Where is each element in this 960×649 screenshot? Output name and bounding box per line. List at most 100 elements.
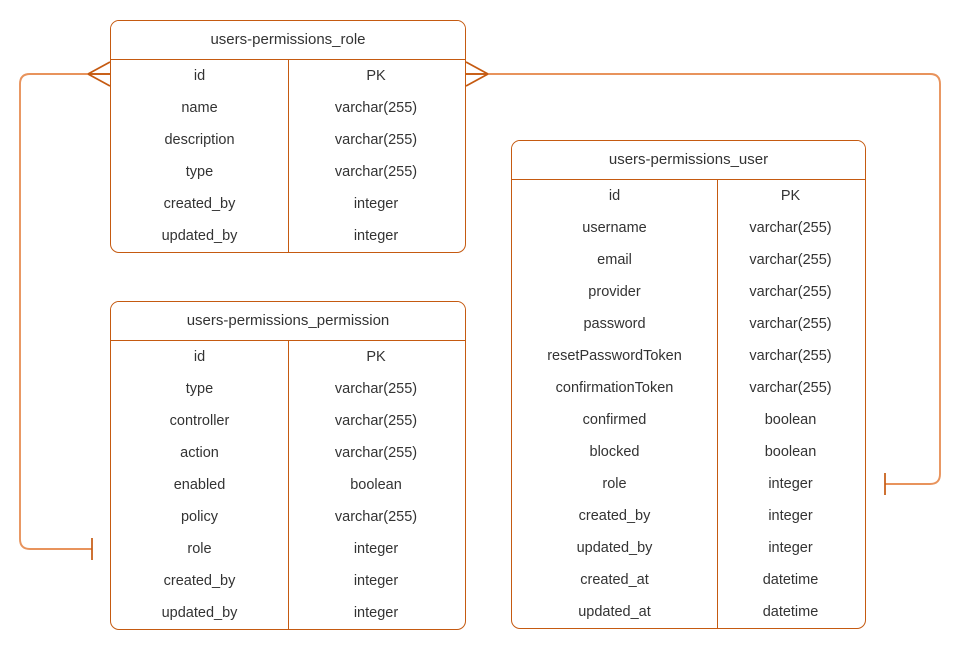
field-type: varchar(255) [334, 100, 418, 116]
field-row[interactable]: updated_by integer [111, 597, 465, 629]
field-type: datetime [762, 604, 819, 620]
field-type: integer [768, 476, 813, 492]
field-name: confirmationToken [555, 380, 674, 396]
field-type: varchar(255) [749, 348, 832, 364]
field-name: role [602, 476, 627, 492]
field-name: updated_by [161, 228, 238, 244]
column-divider [288, 60, 289, 252]
entity-title: users-permissions_role [111, 21, 465, 60]
field-row[interactable]: confirmed boolean [512, 404, 865, 436]
field-name: provider [588, 284, 641, 300]
field-row[interactable]: confirmationToken varchar(255) [512, 372, 865, 404]
field-type: varchar(255) [334, 381, 418, 397]
field-type: varchar(255) [334, 413, 418, 429]
relationship-role-to-user [465, 61, 941, 495]
field-row[interactable]: created_by integer [512, 500, 865, 532]
field-type: integer [353, 541, 399, 557]
field-type: integer [353, 196, 399, 212]
field-name: id [193, 349, 206, 365]
field-row[interactable]: id PK [512, 180, 865, 212]
field-type: integer [768, 508, 813, 524]
field-row[interactable]: created_by integer [111, 565, 465, 597]
field-name: action [180, 445, 219, 461]
field-type: varchar(255) [749, 220, 832, 236]
field-row[interactable]: description varchar(255) [111, 124, 465, 156]
field-name: id [608, 188, 621, 204]
field-type: varchar(255) [749, 252, 832, 268]
field-row[interactable]: password varchar(255) [512, 308, 865, 340]
entity-field-list: id PK type varchar(255) controller varchar(25… [111, 341, 465, 629]
field-row[interactable]: controller varchar(255) [111, 405, 465, 437]
field-name: type [185, 381, 214, 397]
field-type: integer [353, 573, 399, 589]
field-row[interactable]: id PK [111, 341, 465, 373]
field-row[interactable]: blocked boolean [512, 436, 865, 468]
entity-title: users-permissions_permission [111, 302, 465, 341]
field-type: PK [780, 188, 801, 204]
field-type: PK [366, 68, 386, 84]
field-name: role [187, 541, 212, 557]
field-type: integer [353, 228, 399, 244]
field-name: policy [180, 509, 219, 525]
field-name: description [164, 132, 235, 148]
field-type: datetime [762, 572, 819, 588]
field-type: boolean [764, 444, 817, 460]
column-divider [717, 180, 718, 628]
field-name: created_by [578, 508, 651, 524]
field-type: varchar(255) [334, 509, 418, 525]
crowfoot-many-role-left [87, 61, 111, 87]
field-type: PK [366, 349, 386, 365]
field-row[interactable]: provider varchar(255) [512, 276, 865, 308]
field-row[interactable]: enabled boolean [111, 469, 465, 501]
field-name: updated_by [161, 605, 238, 621]
field-type: integer [353, 605, 399, 621]
field-row[interactable]: action varchar(255) [111, 437, 465, 469]
field-row[interactable]: role integer [512, 468, 865, 500]
field-row[interactable]: created_at datetime [512, 564, 865, 596]
field-type: varchar(255) [749, 284, 832, 300]
connector-line-role-user [466, 73, 941, 485]
field-type: varchar(255) [749, 380, 832, 396]
crowfoot-many-role-right [465, 61, 489, 87]
field-row[interactable]: created_by integer [111, 188, 465, 220]
field-row[interactable]: policy varchar(255) [111, 501, 465, 533]
column-divider [288, 341, 289, 629]
connector-line-role-permission [19, 73, 110, 550]
field-name: created_by [163, 573, 236, 589]
field-name: type [185, 164, 214, 180]
field-row[interactable]: updated_by integer [111, 220, 465, 252]
field-name: confirmed [582, 412, 647, 428]
field-name: created_by [163, 196, 236, 212]
field-type: varchar(255) [749, 316, 832, 332]
field-row[interactable]: updated_at datetime [512, 596, 865, 628]
field-row[interactable]: role integer [111, 533, 465, 565]
field-name: controller [169, 413, 230, 429]
field-type: varchar(255) [334, 132, 418, 148]
field-name: created_at [580, 572, 649, 588]
field-row[interactable]: type varchar(255) [111, 373, 465, 405]
field-type: varchar(255) [334, 445, 418, 461]
field-name: updated_at [578, 604, 651, 620]
entity-title: users-permissions_user [512, 141, 865, 180]
field-type: integer [768, 540, 813, 556]
field-name: blocked [589, 444, 640, 460]
relationship-role-to-permission [19, 61, 111, 560]
field-name: enabled [173, 477, 226, 493]
field-type: boolean [764, 412, 817, 428]
field-name: password [583, 316, 646, 332]
field-type: boolean [350, 477, 402, 493]
